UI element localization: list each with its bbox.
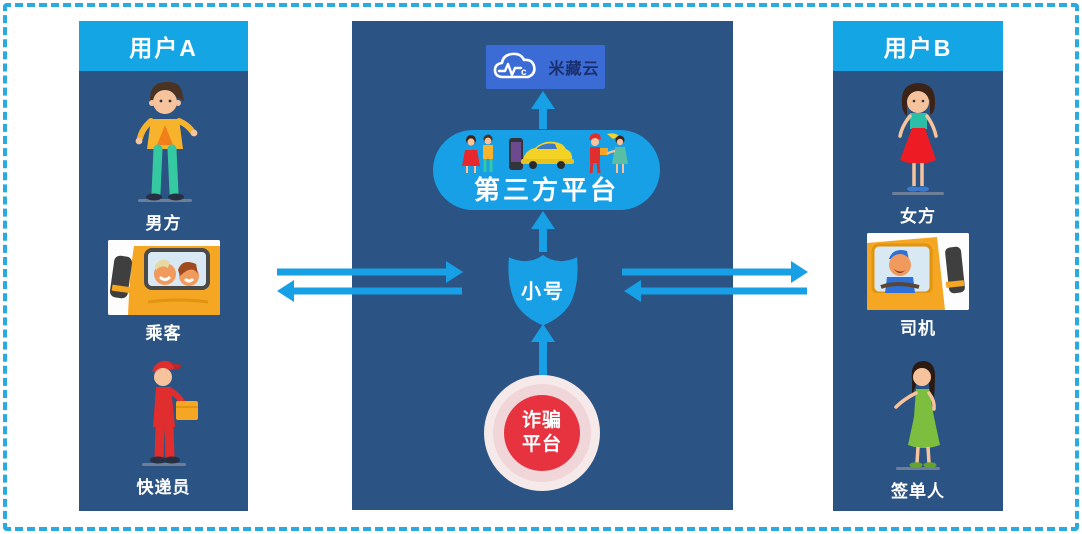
user-b-header: 用户B <box>833 21 1003 71</box>
woman-green-dress-illustration <box>894 361 940 470</box>
driver-figure: 司机 <box>833 233 1003 339</box>
fraud-circle-ring: 诈骗 平台 <box>493 384 591 482</box>
privacy-number-label: 小号 <box>521 281 565 303</box>
privacy-number-shield: 小号 <box>504 251 582 327</box>
courier-figure: 快递员 <box>79 355 248 498</box>
fraud-platform-circle: 诈骗 平台 <box>484 375 600 491</box>
standing-woman-illustration <box>892 83 944 195</box>
female-party-label: 女方 <box>900 207 936 226</box>
female-party-figure: 女方 <box>833 78 1003 227</box>
brand-name: 米藏云 <box>548 61 600 78</box>
driver-in-truck-illustration <box>867 233 969 310</box>
fraud-label-line2: 平台 <box>521 434 562 455</box>
taxi-app-icon <box>508 138 574 170</box>
standing-man-illustration <box>135 81 197 202</box>
svg-text:c: c <box>521 67 527 78</box>
dating-couple-icon <box>461 134 493 173</box>
passenger-label: 乘客 <box>145 324 182 343</box>
user-b-panel: 用户B 女方 <box>833 21 1003 511</box>
signer-figure: 签单人 <box>833 355 1003 502</box>
fraud-circle-core: 诈骗 平台 <box>504 395 580 471</box>
user-a-panel: 用户A 男方 <box>79 21 248 511</box>
shield-icon <box>508 254 578 326</box>
passenger-figure: 乘客 <box>79 240 248 344</box>
male-party-figure: 男方 <box>79 77 248 234</box>
third-party-platform-label: 第三方平台 <box>473 175 619 205</box>
delivery-handoff-icon <box>588 133 628 174</box>
courier-label: 快递员 <box>136 478 191 497</box>
platform-services-icons <box>461 133 628 174</box>
male-party-label: 男方 <box>145 214 182 233</box>
courier-with-package-illustration <box>141 360 198 466</box>
signer-label: 签单人 <box>891 482 945 501</box>
fraud-label-line1: 诈骗 <box>521 410 562 432</box>
third-party-platform-pill: 第三方平台 <box>433 130 660 210</box>
cloud-brand-logo: c 米藏云 <box>486 45 605 89</box>
center-flow-panel: c 米藏云 <box>352 21 733 510</box>
passengers-in-vehicle-illustration <box>107 240 220 315</box>
user-a-header: 用户A <box>79 21 248 71</box>
cloud-mc-icon: c <box>494 52 537 79</box>
driver-label: 司机 <box>900 319 936 338</box>
